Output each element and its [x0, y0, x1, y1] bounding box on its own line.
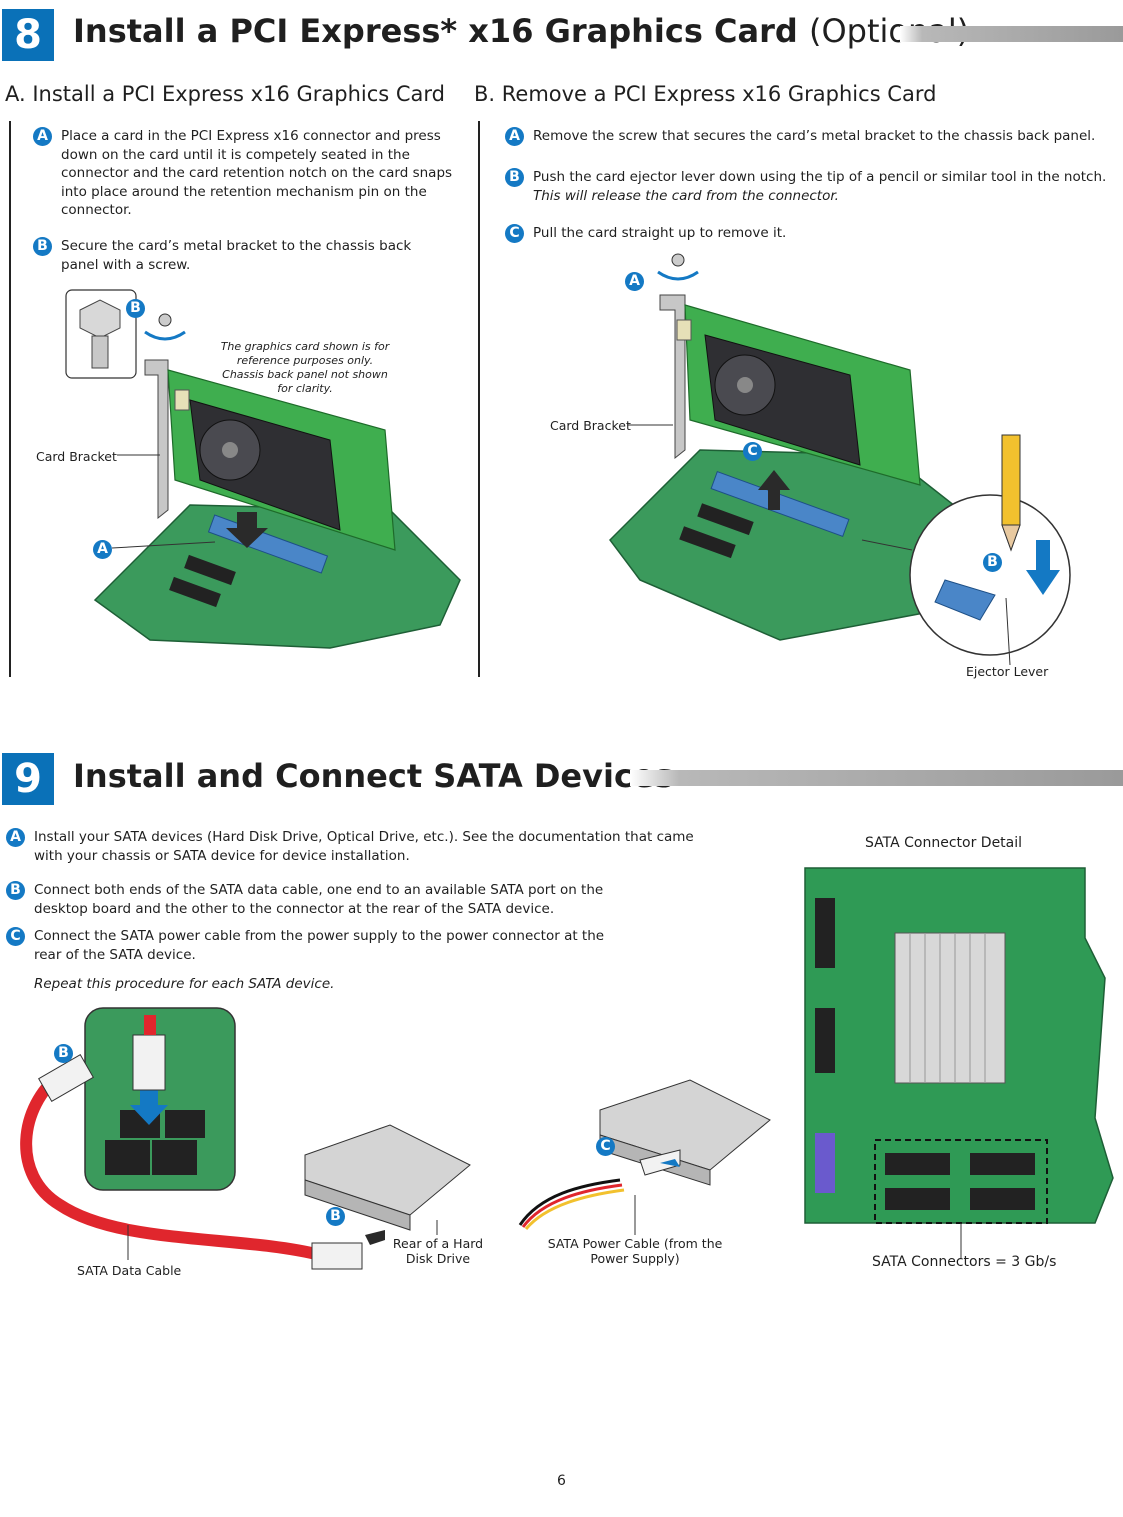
remove-card-illustration	[609, 253, 1071, 666]
part-a-divider	[9, 121, 11, 677]
section-8-title: Install a PCI Express* x16 Graphics Card…	[73, 12, 969, 50]
part-b-callout-b: B	[983, 553, 1002, 572]
sata-data-cable-label: SATA Data Cable	[77, 1263, 182, 1278]
sata-power-cable-illustration	[518, 1079, 771, 1235]
part-b-callout-a: A	[625, 272, 644, 291]
connector-detail-title: SATA Connector Detail	[865, 835, 1023, 851]
sata-connector-detail-illustration	[804, 867, 1114, 1258]
part-b-step-c-text: Pull the card straight up to remove it.	[533, 225, 787, 241]
part-b-heading: B. Remove a PCI Express x16 Graphics Car…	[474, 82, 937, 106]
sata-step-a-marker: A	[6, 828, 25, 847]
part-b-divider	[478, 121, 480, 677]
section-9-title-bar	[630, 770, 1123, 786]
ejector-lever-label: Ejector Lever	[966, 664, 1049, 679]
part-a-step-b-marker: B	[33, 237, 52, 256]
part-a-step-a-marker: A	[33, 127, 52, 146]
install-card-illustration	[65, 289, 461, 649]
part-a-callout-b: B	[126, 299, 145, 318]
section-8-title-bar	[900, 26, 1123, 42]
page-number: 6	[557, 1473, 566, 1489]
part-b-step-b-text: Push the card ejector lever down using t…	[533, 168, 1123, 205]
sata-callout-c: C	[596, 1137, 615, 1156]
sata-step-b-text: Connect both ends of the SATA data cable…	[34, 882, 604, 917]
section-8-title-main: Install a PCI Express* x16 Graphics Card	[73, 12, 798, 50]
part-b-step-c-marker: C	[505, 224, 524, 243]
part-a-step-b-text: Secure the card’s metal bracket to the c…	[61, 238, 412, 273]
part-a-heading: A. Install a PCI Express x16 Graphics Ca…	[5, 82, 446, 106]
reference-note: The graphics card shown is for reference…	[220, 340, 390, 395]
sata-power-cable-label: SATA Power Cable (from the Power Supply)	[547, 1236, 723, 1266]
repeat-note: Repeat this procedure for each SATA devi…	[34, 976, 335, 992]
section-9-title: Install and Connect SATA Devices	[73, 757, 674, 795]
step-9-badge: 9	[2, 753, 54, 805]
rear-hdd-label: Rear of a Hard Disk Drive	[392, 1236, 484, 1266]
part-a-step-a-text: Place a card in the PCI Express x16 conn…	[61, 128, 453, 218]
part-b-step-a-text: Remove the screw that secures the card’s…	[533, 128, 1096, 144]
part-a-card-bracket-label: Card Bracket	[36, 449, 117, 464]
sata-step-c-marker: C	[6, 927, 25, 946]
part-b-card-bracket-label: Card Bracket	[550, 418, 631, 433]
sata-step-c-text: Connect the SATA power cable from the po…	[34, 928, 605, 963]
sata-data-cable-illustration	[20, 1007, 471, 1270]
sata-step-b-marker: B	[6, 881, 25, 900]
part-b-step-b-marker: B	[505, 168, 524, 187]
step-8-badge: 8	[2, 9, 54, 61]
part-b-callout-c: C	[743, 442, 762, 461]
connectors-speed-label: SATA Connectors = 3 Gb/s	[872, 1254, 1057, 1270]
sata-callout-b-drive: B	[326, 1207, 345, 1226]
part-a-callout-a: A	[93, 540, 112, 559]
sata-step-a-text: Install your SATA devices (Hard Disk Dri…	[34, 829, 694, 864]
sata-callout-b-board: B	[54, 1044, 73, 1063]
part-b-step-a-marker: A	[505, 127, 524, 146]
part-b-step-b-italic: This will release the card from the conn…	[533, 187, 839, 204]
part-b-step-b-main: Push the card ejector lever down using t…	[533, 169, 1107, 185]
